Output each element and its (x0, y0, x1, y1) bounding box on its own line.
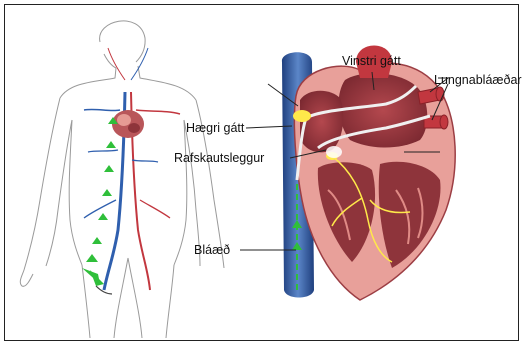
left-ventricle (379, 162, 441, 268)
heart-illustration (282, 46, 455, 301)
label-catheter: Rafskautsleggur (174, 151, 264, 165)
catheter-tip (326, 146, 342, 158)
label-right-atrium: Hægri gátt (186, 121, 244, 135)
label-pulmonary-veins: Lungnabláæðar (434, 73, 522, 87)
body-veins (84, 48, 180, 290)
label-left-atrium: Vinstri gátt (342, 54, 401, 68)
sa-node (293, 110, 311, 122)
label-vein: Bláæð (194, 243, 230, 257)
